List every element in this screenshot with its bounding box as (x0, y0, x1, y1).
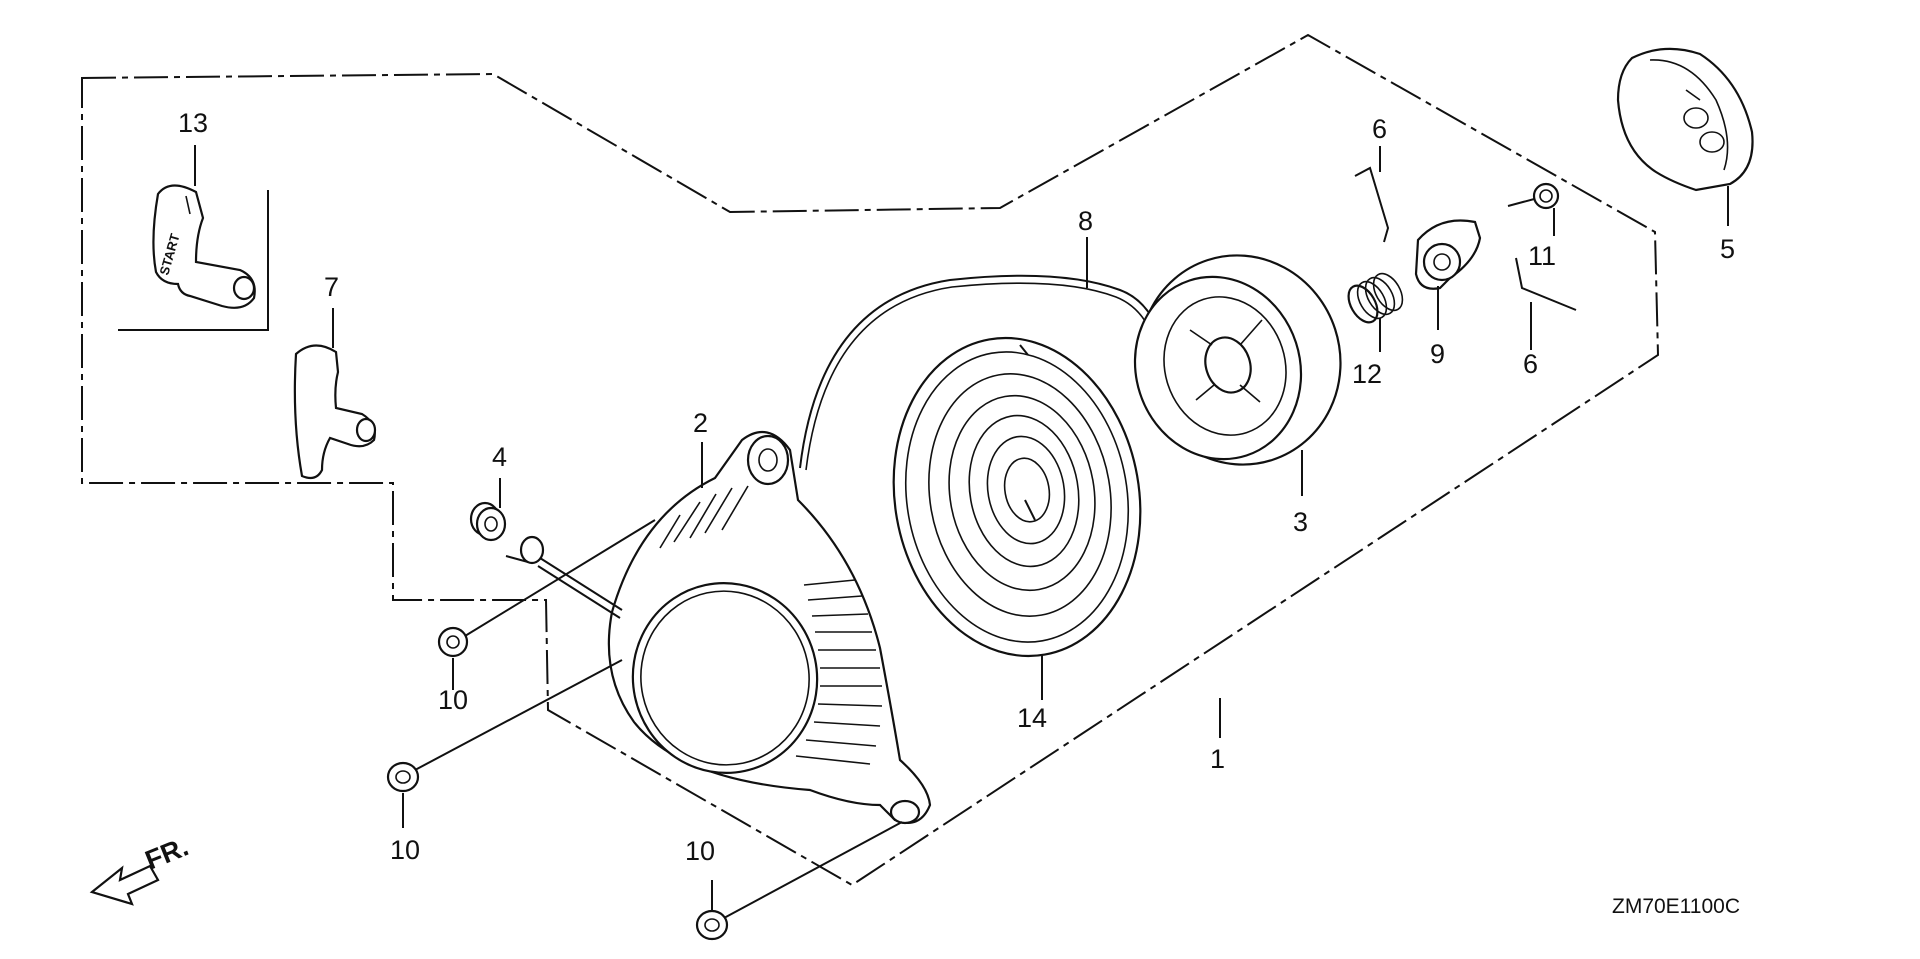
part-flange-nut-10a[interactable] (437, 626, 469, 658)
part-starter-grip-13[interactable]: START (118, 184, 269, 331)
label-part-2: 2 (693, 408, 708, 438)
label-part-5: 5 (1720, 234, 1735, 264)
label-part-6b: 6 (1523, 349, 1538, 379)
front-arrow-icon (89, 864, 160, 906)
part-starter-pulley-5[interactable] (1616, 47, 1754, 192)
part-ratchet-9[interactable] (1414, 219, 1482, 290)
label-part-10c: 10 (685, 836, 715, 866)
front-marker-text: FR. (141, 831, 193, 875)
part-flange-nut-10b[interactable] (386, 761, 420, 793)
part-screw-11[interactable] (1507, 182, 1560, 210)
figure-code: ZM70E1100C (1612, 895, 1740, 918)
label-part-14: 14 (1017, 703, 1047, 733)
part-spring-6b[interactable] (1515, 257, 1577, 311)
label-part-10a: 10 (438, 685, 468, 715)
label-part-11: 11 (1528, 241, 1556, 271)
rope-guide (505, 535, 623, 619)
label-part-3: 3 (1293, 507, 1308, 537)
label-part-10b: 10 (390, 835, 420, 865)
label-part-4: 4 (492, 442, 507, 472)
label-part-7: 7 (324, 272, 339, 302)
leader-lines (194, 145, 1729, 919)
label-part-12: 12 (1352, 359, 1382, 389)
label-part-6a: 6 (1372, 114, 1387, 144)
label-part-9: 9 (1430, 339, 1445, 369)
part-spring-6a[interactable] (1354, 166, 1390, 243)
part-recoil-spring-14[interactable] (869, 318, 1165, 676)
part-flange-nut-10c[interactable] (695, 909, 729, 941)
label-part-8: 8 (1078, 206, 1093, 236)
part-starter-case-2[interactable] (607, 430, 932, 825)
part-collar-4[interactable] (469, 501, 507, 542)
part-starter-rope-8[interactable] (799, 274, 1169, 471)
label-part-1: 1 (1210, 744, 1225, 774)
part-spring-12[interactable] (1343, 269, 1409, 328)
part-starter-grip-7[interactable] (293, 344, 377, 480)
assembly-boundary-outer (81, 33, 1660, 887)
part-reel-3[interactable] (1112, 229, 1368, 491)
label-part-13: 13 (178, 108, 208, 138)
